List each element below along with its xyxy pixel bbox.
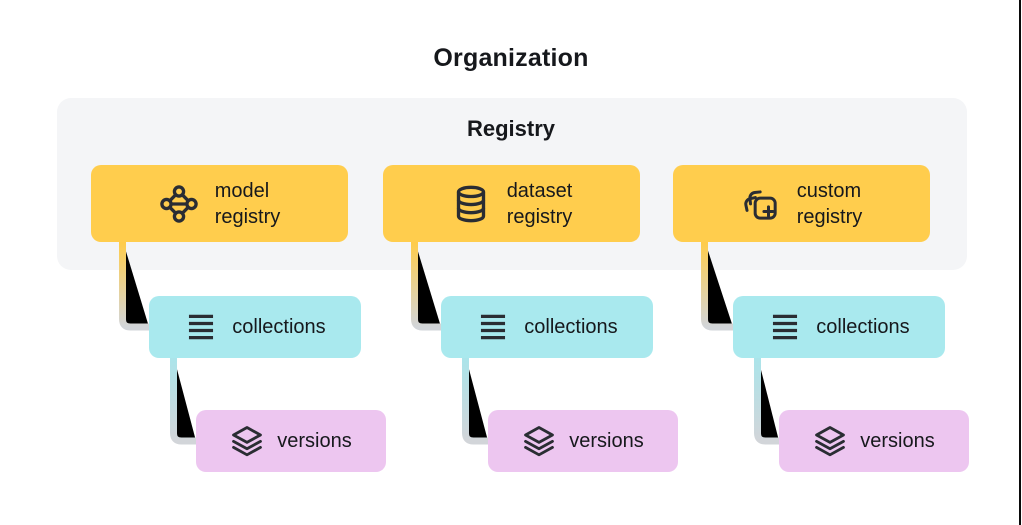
stack-plus-icon [741, 184, 781, 224]
versions-node-1: versions [196, 410, 386, 472]
registry-node-label: model registry [214, 179, 281, 228]
custom-registry-node: custom registry [673, 165, 930, 242]
collections-node-label: collections [816, 315, 910, 338]
collections-node-label: collections [232, 315, 326, 338]
layers-icon [230, 424, 264, 458]
versions-node-2: versions [488, 410, 678, 472]
collections-node-2: collections [441, 296, 653, 358]
layers-icon [522, 424, 556, 458]
versions-node-label: versions [277, 429, 352, 452]
registry-panel-label: Registry [466, 116, 556, 141]
registry-node-label: custom registry [796, 179, 863, 228]
model-graph-icon [159, 184, 199, 224]
database-icon [451, 184, 491, 224]
list-icon [476, 310, 510, 344]
versions-node-label: versions [569, 429, 644, 452]
right-edge-line [1019, 0, 1021, 525]
dataset-registry-node: dataset registry [383, 165, 640, 242]
connector-model-to-collections [119, 240, 149, 331]
versions-node-3: versions [779, 410, 969, 472]
collections-node-1: collections [149, 296, 361, 358]
connector-custom-to-collections [701, 240, 733, 331]
model-registry-node: model registry [91, 165, 348, 242]
layers-icon [813, 424, 847, 458]
collections-node-label: collections [524, 315, 618, 338]
list-icon [184, 310, 218, 344]
connector-collections-to-versions-1 [170, 356, 196, 445]
registry-node-label: dataset registry [506, 179, 573, 228]
connector-collections-to-versions-3 [754, 356, 779, 445]
connector-collections-to-versions-2 [462, 356, 488, 445]
list-icon [768, 310, 802, 344]
versions-node-label: versions [860, 429, 935, 452]
connector-dataset-to-collections [411, 240, 441, 331]
collections-node-3: collections [733, 296, 945, 358]
page-title: Organization [433, 44, 589, 72]
